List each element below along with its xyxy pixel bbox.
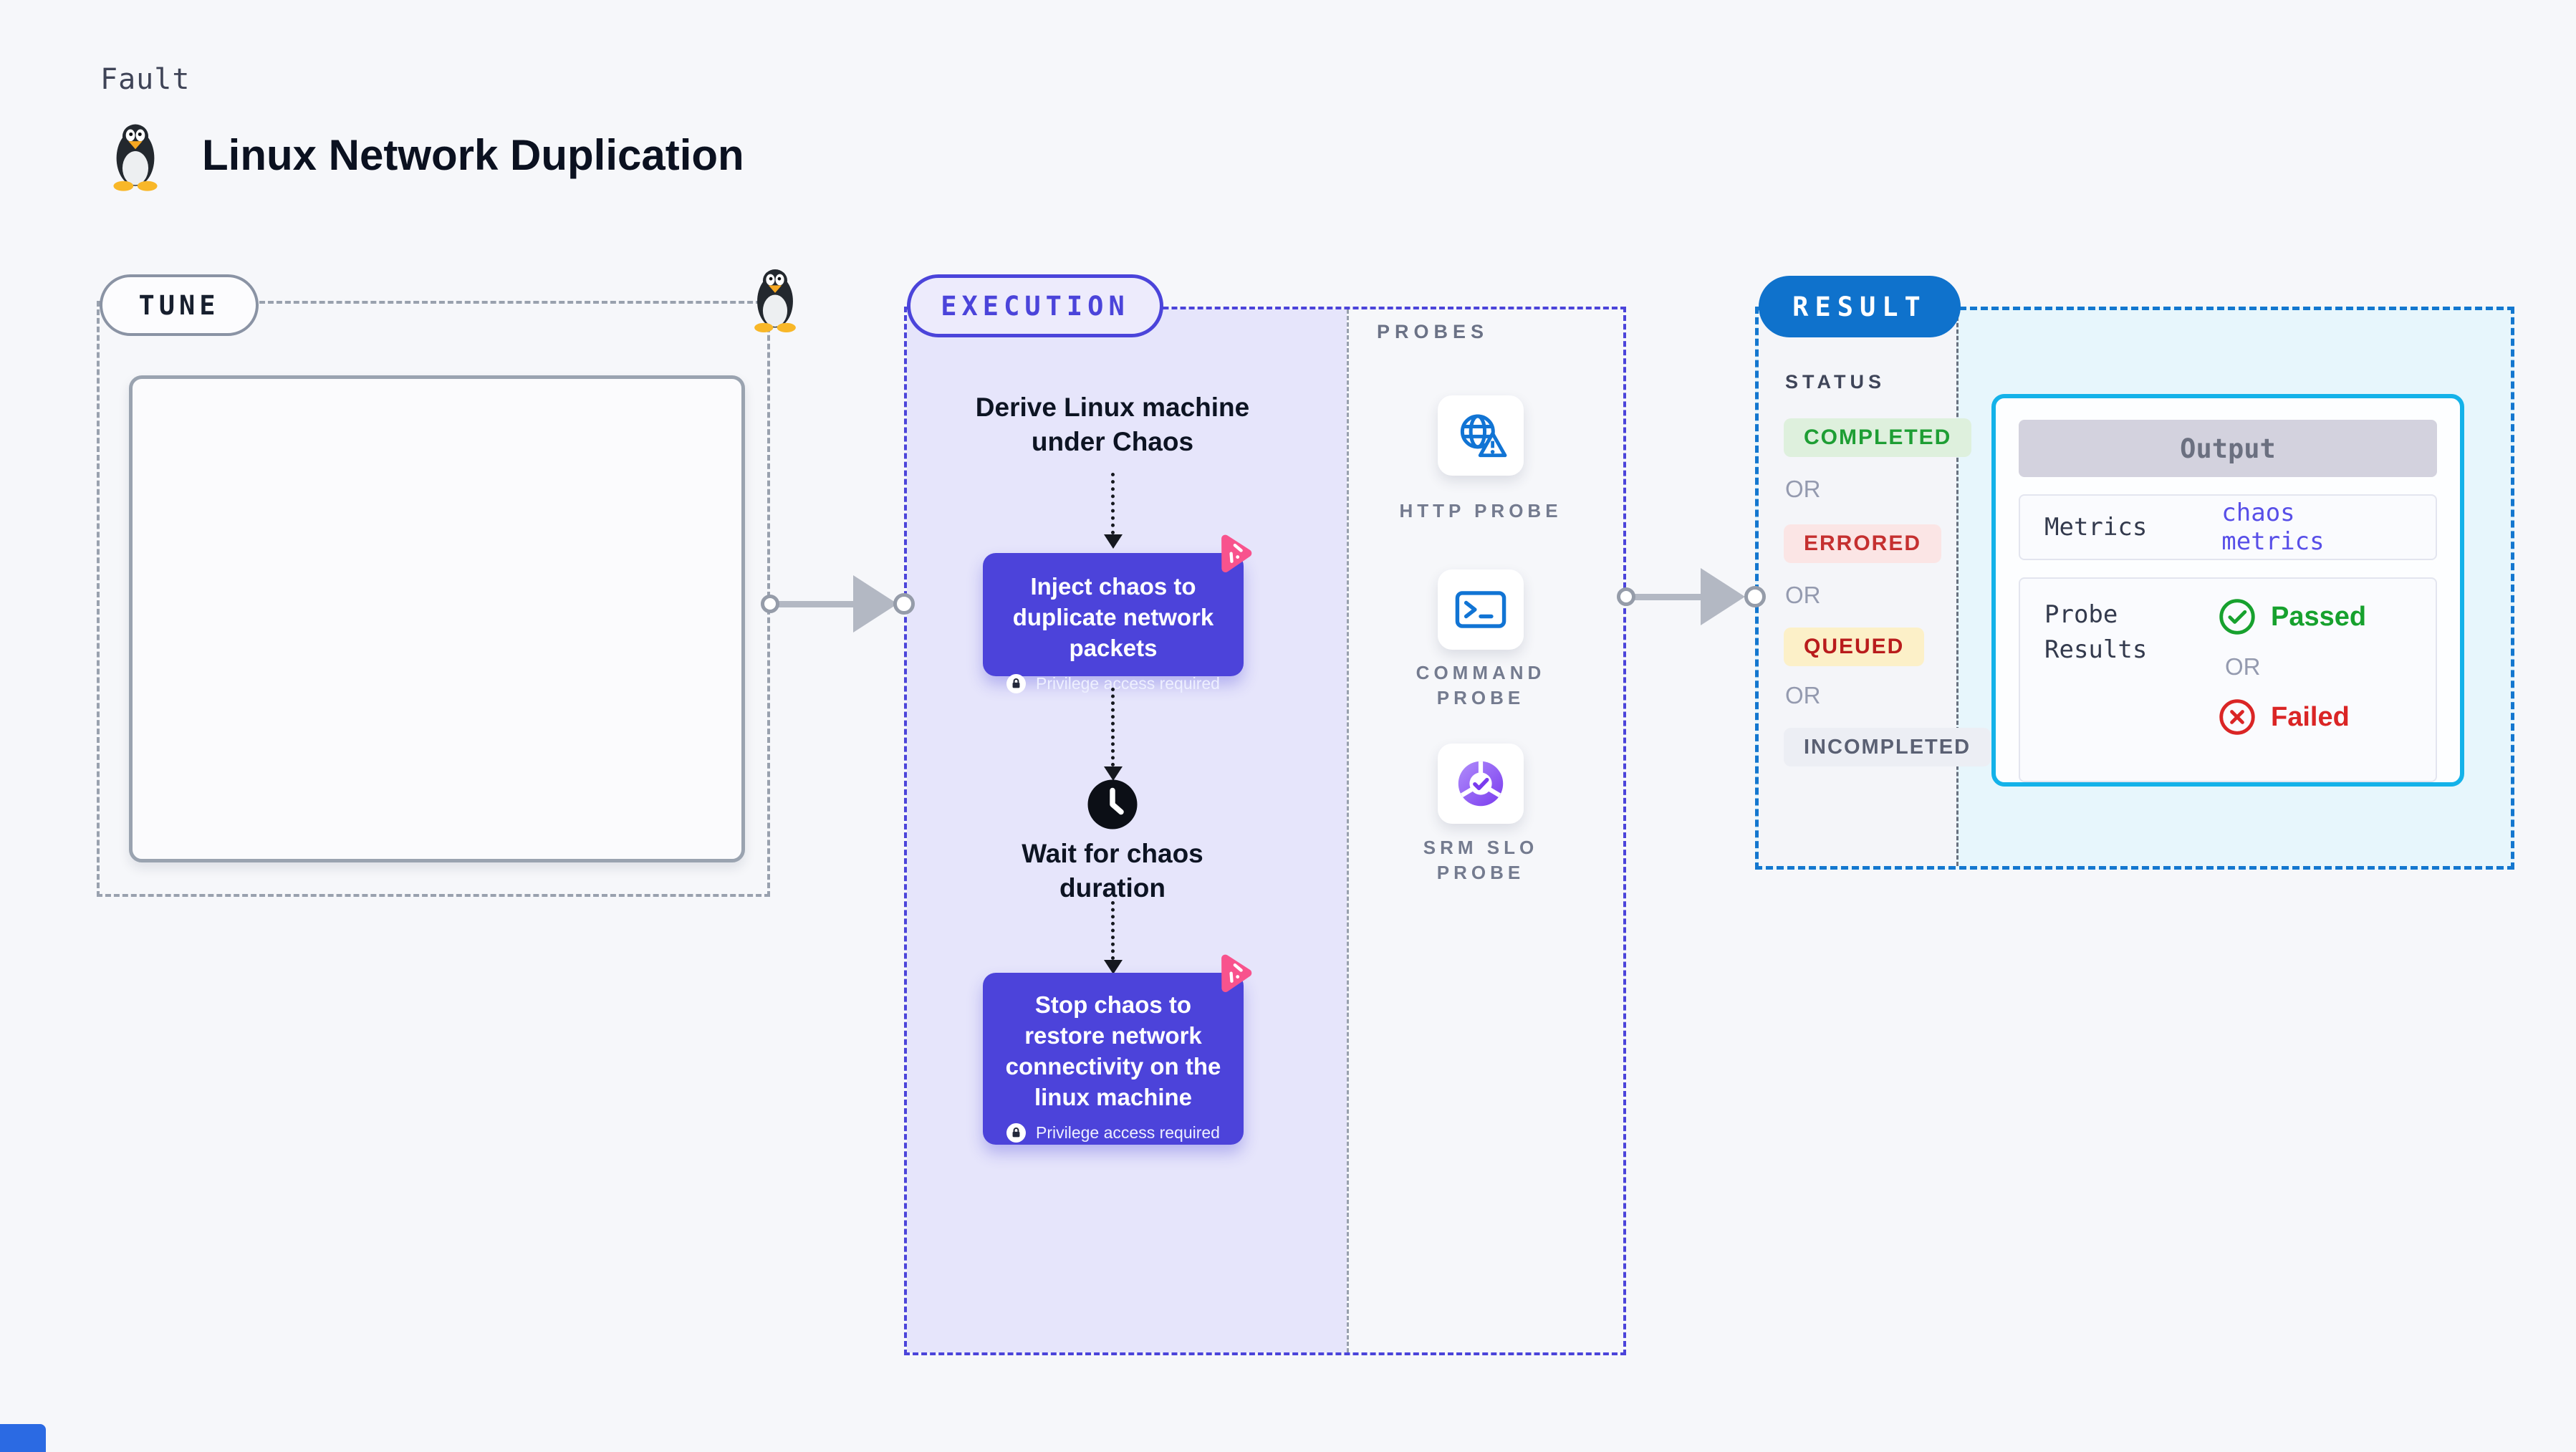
status-column-background xyxy=(1759,310,1956,866)
lock-icon xyxy=(1006,673,1027,693)
user-inputs-card xyxy=(129,375,745,862)
result-section-pill: RESULT xyxy=(1759,276,1961,337)
connector-start-dot xyxy=(1617,587,1635,606)
probe-results-states: Passed OR Failed xyxy=(2218,597,2366,762)
execution-section-box xyxy=(904,307,1626,1355)
connector-arrowhead-icon xyxy=(853,575,898,633)
connector-end-dot xyxy=(893,593,915,615)
output-card: Output Metrics chaos metrics Probe Resul… xyxy=(1991,394,2464,787)
chat-launcher-widget[interactable] xyxy=(0,1424,46,1452)
command-probe-card xyxy=(1438,569,1524,650)
lock-icon xyxy=(1006,1122,1027,1143)
privilege-note: Privilege access required xyxy=(1001,1122,1225,1143)
status-badge-errored: ERRORED xyxy=(1784,524,1942,563)
page-title: Linux Network Duplication xyxy=(202,131,744,179)
chaos-fault-icon xyxy=(1221,534,1252,572)
privilege-note: Privilege access required xyxy=(1001,673,1225,693)
failed-state: Failed xyxy=(2218,698,2366,736)
connector-arrowhead-icon xyxy=(1701,568,1745,625)
wait-step-text: Wait for chaos duration xyxy=(1022,839,1203,903)
http-probe-card xyxy=(1438,395,1524,476)
failed-text: Failed xyxy=(2271,701,2350,732)
status-badge-completed: COMPLETED xyxy=(1784,418,1972,457)
step-title: Stop chaos to restore network connectivi… xyxy=(1005,991,1221,1110)
privilege-note-text: Privilege access required xyxy=(1036,673,1220,693)
stop-chaos-step-card: Stop chaos to restore network connectivi… xyxy=(983,973,1244,1145)
execution-flow-background xyxy=(907,309,1347,1352)
connector-line xyxy=(1626,594,1701,600)
connector-end-dot xyxy=(1744,586,1766,607)
passed-text: Passed xyxy=(2271,601,2367,632)
or-separator: OR xyxy=(1785,476,1821,502)
tune-section-pill: TUNE xyxy=(100,274,259,336)
status-badge-incompleted: INCOMPLETED xyxy=(1784,728,1991,766)
probes-divider xyxy=(1347,309,1349,1352)
flow-dotted-connector xyxy=(1111,901,1115,960)
privilege-note-text: Privilege access required xyxy=(1036,1122,1220,1142)
clock-icon xyxy=(1087,779,1138,830)
output-header: Output xyxy=(2019,420,2437,477)
probes-column-label: PROBES xyxy=(1377,321,1489,342)
probe-label: COMMAND PROBE xyxy=(1416,662,1546,709)
probe-results-row: Probe Results Passed OR Failed xyxy=(2019,577,2437,782)
probe-results-label: Probe Results xyxy=(2044,600,2148,665)
status-badge-queued: QUEUED xyxy=(1784,628,1925,666)
derive-step-text: Derive Linux machine under Chaos xyxy=(975,393,1250,457)
linux-penguin-icon xyxy=(754,269,796,332)
passed-icon xyxy=(2219,599,2255,635)
flow-arrowhead-icon xyxy=(1104,534,1123,549)
http-probe-icon xyxy=(1460,414,1507,458)
or-separator: OR xyxy=(2225,653,2261,680)
flow-arrowhead-icon xyxy=(1104,766,1123,781)
flow-dotted-connector xyxy=(1111,473,1115,534)
passed-state: Passed xyxy=(2218,597,2366,636)
or-separator: OR xyxy=(1785,682,1821,708)
chaos-fault-icon xyxy=(1221,954,1252,992)
srm-slo-probe-card xyxy=(1438,744,1524,824)
step-title: Inject chaos to duplicate network packet… xyxy=(1012,573,1214,661)
metrics-row: Metrics chaos metrics xyxy=(2019,494,2437,560)
or-separator: OR xyxy=(1785,582,1821,608)
flow-dotted-connector xyxy=(1111,688,1115,766)
srm-slo-probe-icon xyxy=(1458,761,1504,807)
flow-arrowhead-icon xyxy=(1104,960,1123,974)
probe-label: HTTP PROBE xyxy=(1399,500,1562,521)
metrics-label: Metrics xyxy=(2044,513,2148,542)
failed-icon xyxy=(2219,699,2255,735)
metrics-value: chaos metrics xyxy=(2221,499,2325,556)
command-probe-icon xyxy=(1455,591,1506,628)
result-divider xyxy=(1956,310,1959,866)
linux-penguin-icon xyxy=(113,124,158,191)
status-column-label: STATUS xyxy=(1785,371,1885,393)
connector-line xyxy=(770,601,853,607)
fault-kicker: Fault xyxy=(100,63,191,96)
inject-chaos-step-card: Inject chaos to duplicate network packet… xyxy=(983,553,1244,693)
connector-start-dot xyxy=(761,595,779,613)
execution-section-pill: EXECUTION xyxy=(907,274,1163,337)
probe-label: SRM SLO PROBE xyxy=(1423,837,1539,884)
